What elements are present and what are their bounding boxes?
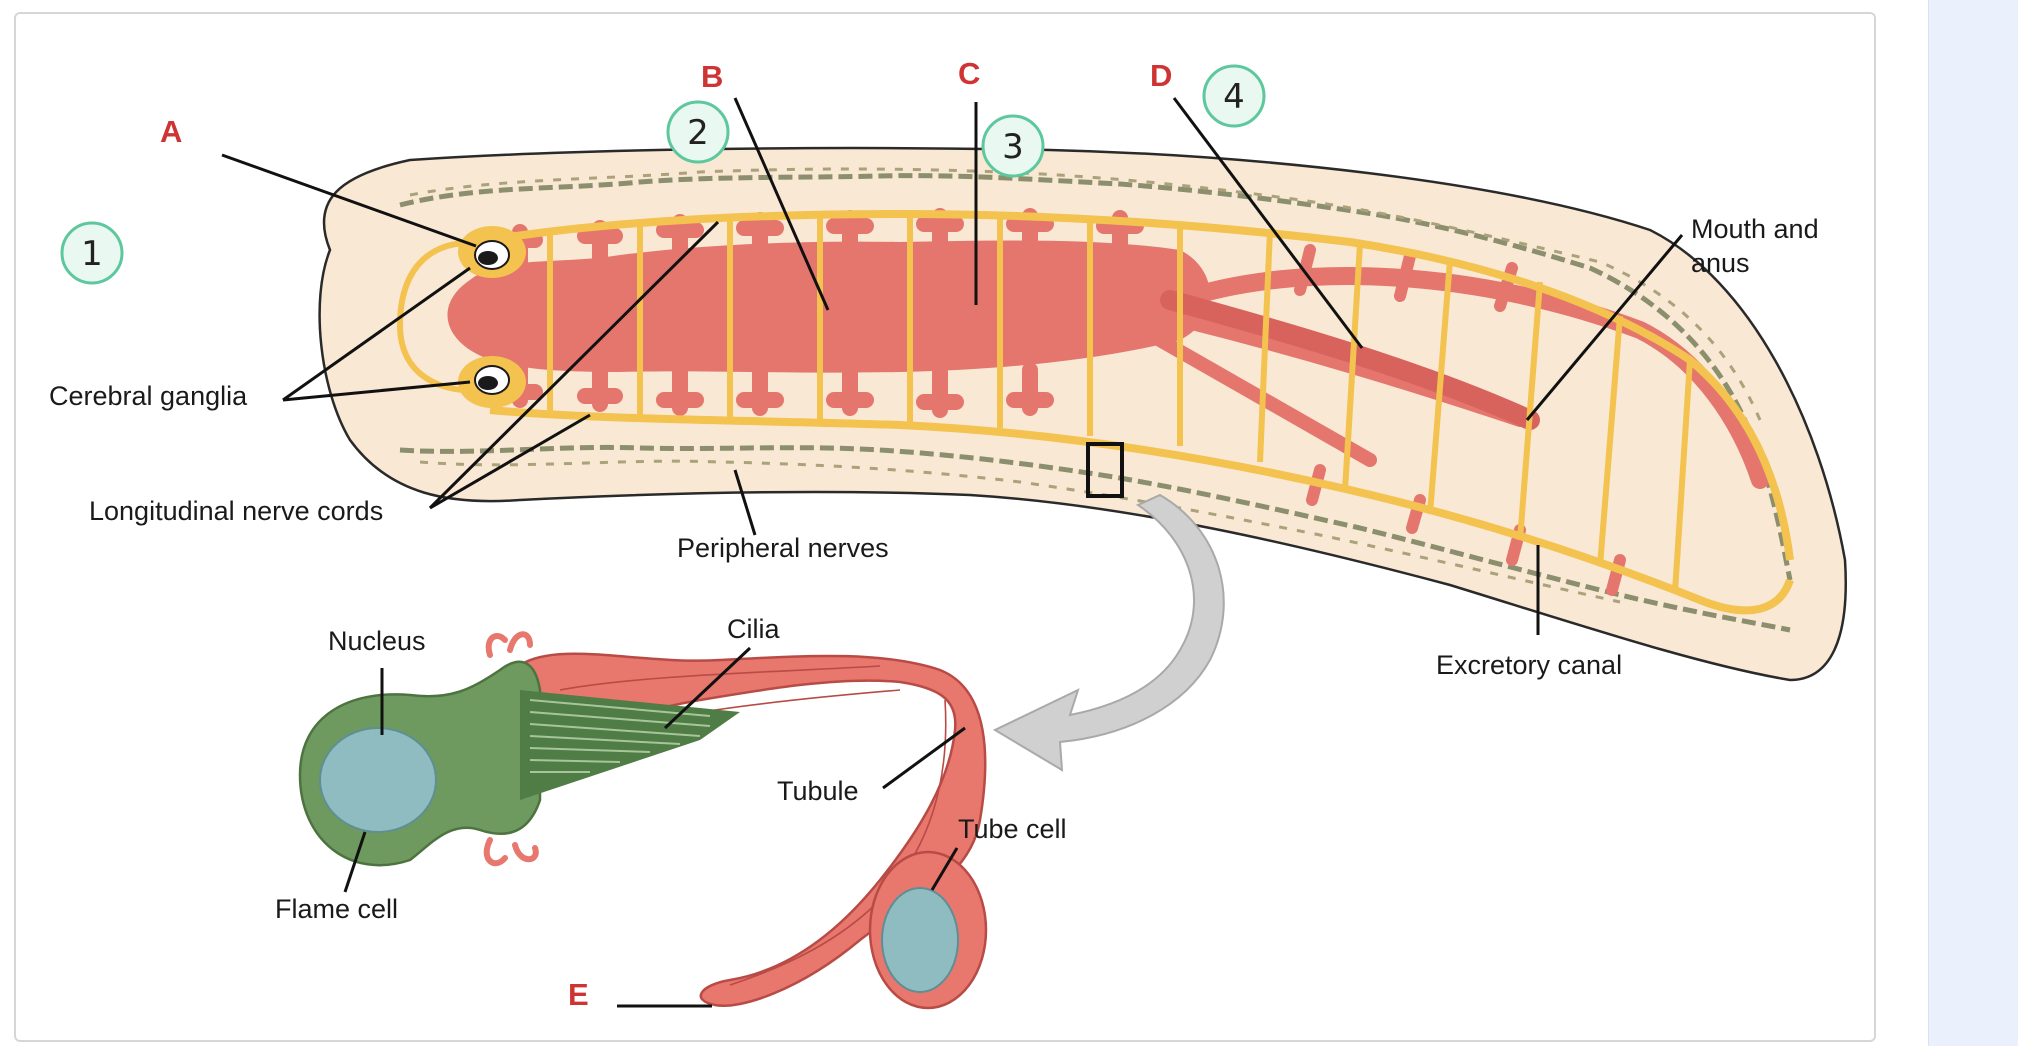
peripheral-nerve-mesh-bottom — [399, 444, 1791, 633]
peripheral-nerve-mesh-top — [399, 173, 1793, 581]
pharynx — [1160, 290, 1540, 430]
label-letter-d: D — [1150, 58, 1172, 93]
marker-1-label: 1 — [81, 234, 103, 274]
label-mouth-and-anus-line1: Mouth and — [1691, 214, 1819, 244]
zoom-arrow — [992, 493, 1225, 772]
marker-2-label: 2 — [687, 113, 709, 153]
zoom-box — [1086, 442, 1124, 498]
marker-3-label: 3 — [1002, 127, 1024, 167]
tubule — [518, 652, 987, 1007]
label-cilia: Cilia — [727, 614, 780, 644]
planarian-body — [318, 146, 1847, 682]
leader-lines — [221, 97, 1684, 1008]
label-mouth-and-anus-line2: anus — [1691, 248, 1750, 278]
tube-cell-nucleus — [881, 887, 959, 993]
label-nucleus: Nucleus — [328, 626, 426, 656]
label-letter-c: C — [958, 56, 980, 91]
label-longitudinal-nerve-cords: Longitudinal nerve cords — [89, 496, 383, 526]
label-tubule: Tubule — [777, 776, 859, 806]
flame-cell-detail — [298, 631, 988, 1010]
cilia-tuft — [520, 690, 740, 800]
marker-1[interactable]: 1 — [60, 221, 124, 285]
nerve-cord-upper — [489, 209, 1794, 561]
label-tube-cell: Tube cell — [958, 814, 1067, 844]
marker-3[interactable]: 3 — [981, 114, 1045, 178]
marker-4[interactable]: 4 — [1202, 64, 1266, 128]
cerebral-ganglia — [396, 226, 526, 408]
label-flame-cell: Flame cell — [275, 894, 398, 924]
label-letter-e: E — [568, 977, 589, 1012]
right-side-panel — [1928, 0, 2018, 1046]
flame-cell-nucleus — [319, 727, 437, 833]
label-peripheral-nerves: Peripheral nerves — [677, 533, 889, 563]
marker-2[interactable]: 2 — [666, 100, 730, 164]
label-letter-b: B — [701, 59, 723, 94]
marker-4-label: 4 — [1223, 77, 1245, 117]
transverse-nerves — [547, 214, 1693, 593]
label-letter-a: A — [160, 114, 182, 149]
label-excretory-canal: Excretory canal — [1436, 650, 1622, 680]
label-cerebral-ganglia: Cerebral ganglia — [49, 381, 248, 411]
planarian-diagram: A B C D E Cerebral ganglia Longitudinal … — [49, 56, 1847, 1012]
nerve-cord-lower — [489, 406, 1794, 615]
